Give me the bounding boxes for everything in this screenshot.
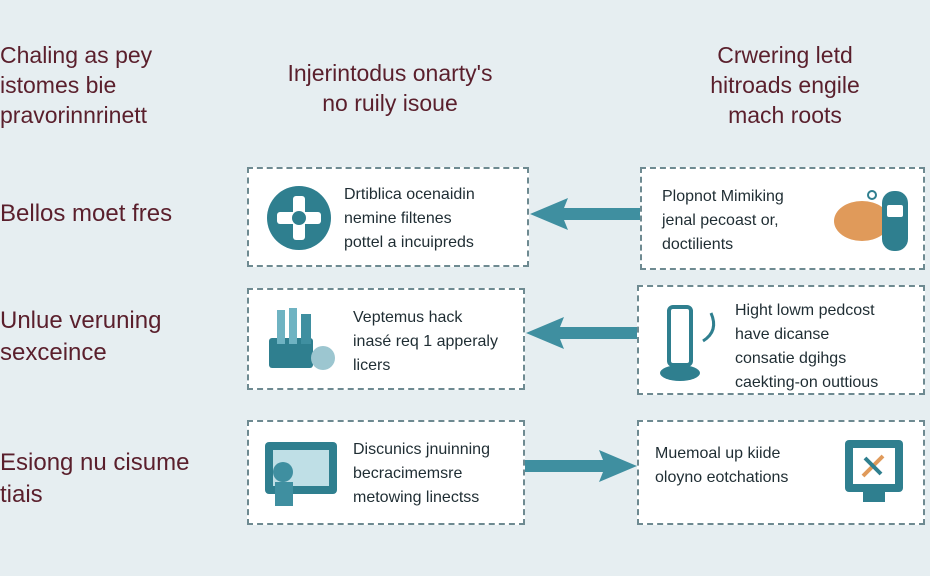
row2-left-text: Veptemus hack inasé req 1 apperaly licer… [353, 309, 498, 374]
row3-right-text: Muemoal up kiide oloyno eotchations [655, 445, 789, 486]
column-header-right: Crwering letd hitroads engile mach roots [710, 42, 860, 128]
row1-left-card: Drtiblica ocenaidin nemine filtenes pott… [247, 167, 529, 267]
glass-icon [660, 305, 716, 381]
monitor-tools-icon [845, 440, 903, 502]
screen-person-icon [265, 442, 337, 506]
row2-arrow-left [526, 317, 638, 349]
row-label-1: Bellos moet fres [0, 200, 173, 227]
tools-box-icon [269, 308, 335, 370]
column-header-left: Chaling as pey istomes bie pravorinnrine… [0, 42, 153, 128]
row-label-2: Unlue veruning sexceince [0, 307, 162, 366]
row2-right-text: Hight lowm pedcost have dicanse consatie… [735, 302, 879, 391]
row1-arrow-left [530, 198, 640, 230]
row3-left-card: Discunics jnuinning becracimemsre metowi… [247, 420, 525, 525]
row2-right-card: Hight lowm pedcost have dicanse consatie… [637, 285, 925, 395]
row3-left-text: Discunics jnuinning becracimemsre metowi… [353, 441, 490, 506]
row1-left-text: Drtiblica ocenaidin nemine filtenes pott… [344, 186, 475, 251]
row1-right-text: Plopnot Mimiking jenal pecoast or, docti… [662, 188, 784, 253]
row3-arrow-right [525, 450, 637, 482]
row2-left-card: Veptemus hack inasé req 1 apperaly licer… [247, 288, 525, 390]
row3-right-card: Muemoal up kiide oloyno eotchations [637, 420, 925, 525]
row1-right-card: Plopnot Mimiking jenal pecoast or, docti… [640, 167, 925, 270]
gear-circle-icon [267, 186, 331, 250]
brain-robot-icon [834, 190, 908, 251]
column-header-middle: Injerintodus onarty's no ruily isoue [287, 60, 493, 116]
row-label-3: Esiong nu cisume tiais [0, 449, 190, 508]
